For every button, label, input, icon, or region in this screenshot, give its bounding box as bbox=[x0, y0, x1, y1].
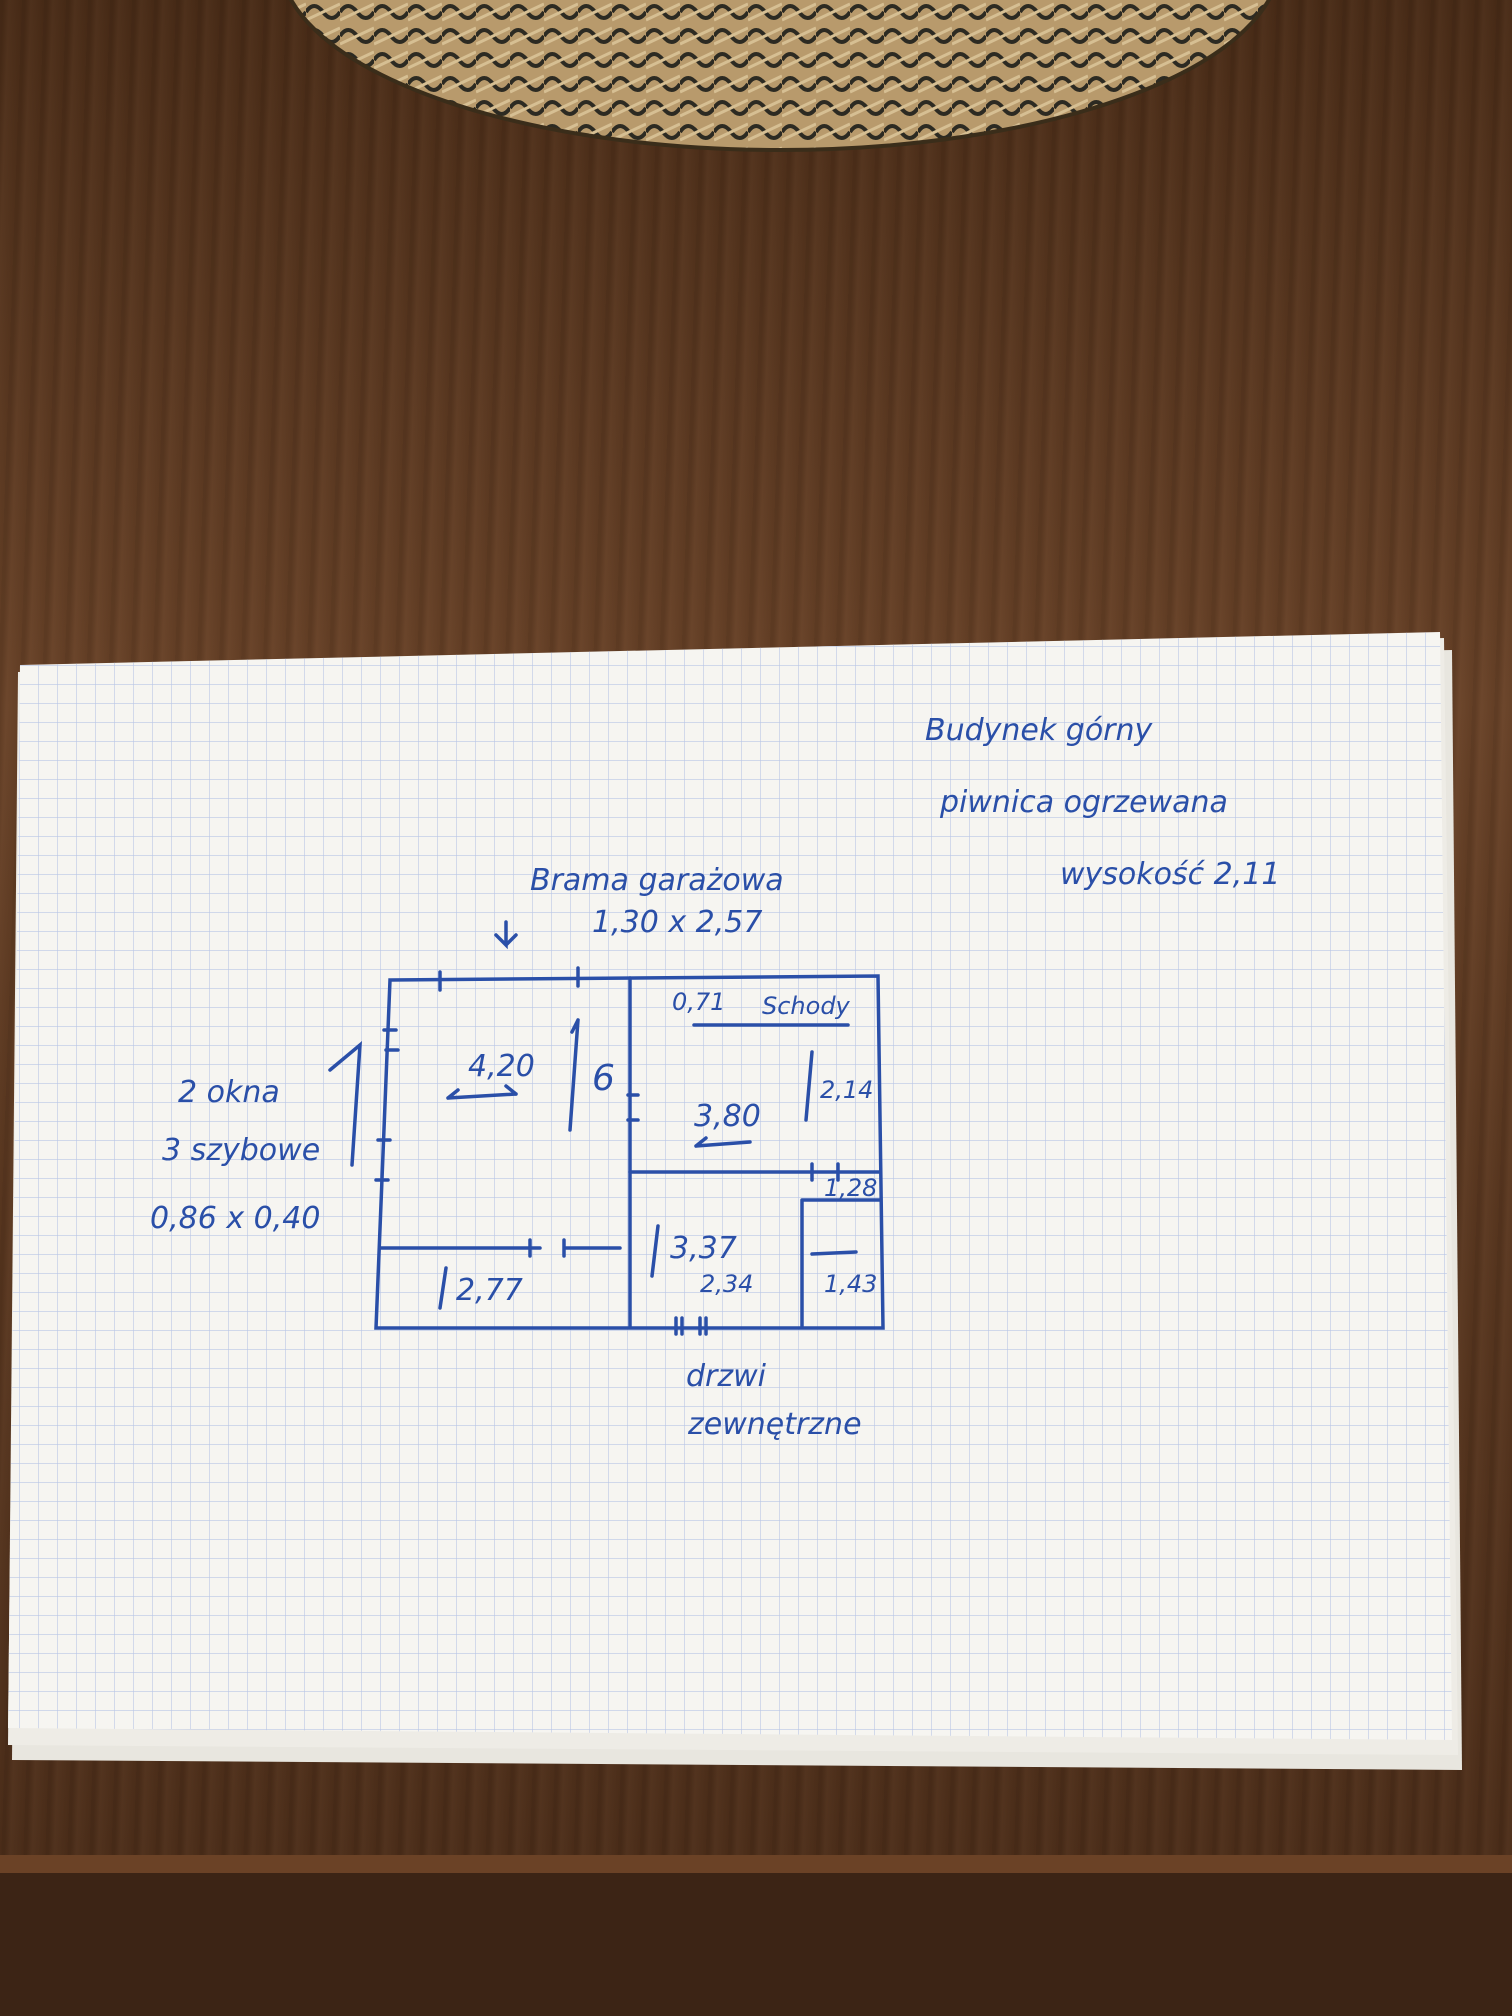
note-line-3: wysokość 2,11 bbox=[1060, 857, 1280, 892]
lower-center-height-label: 3,37 bbox=[670, 1231, 737, 1266]
floor-plan bbox=[328, 920, 885, 1336]
lower-center-width-label: 2,34 bbox=[700, 1270, 753, 1298]
door-note: drzwi zewnętrzne bbox=[686, 1359, 862, 1442]
door-line-1: drzwi bbox=[686, 1359, 767, 1394]
windows-line-3: 0,86 x 0,40 bbox=[150, 1201, 320, 1236]
woven-placemat bbox=[289, 0, 1271, 152]
windows-line-1: 2 okna bbox=[178, 1075, 280, 1110]
garage-door-marks bbox=[438, 966, 580, 992]
center-door-marks bbox=[626, 1093, 640, 1122]
paper-sheet bbox=[8, 632, 1452, 1740]
door-line-2: zewnętrzne bbox=[687, 1407, 862, 1442]
bottom-left-label: 2,77 bbox=[456, 1273, 523, 1308]
center-height-label: 2,14 bbox=[820, 1076, 873, 1104]
center-width-arrow bbox=[694, 1136, 752, 1148]
small-gap-label: 1,28 bbox=[824, 1174, 877, 1202]
right-small-arrow bbox=[810, 1250, 858, 1256]
small-door-marks bbox=[810, 1162, 840, 1182]
center-width-label: 3,80 bbox=[694, 1099, 761, 1134]
windows-line-2: 3 szybowe bbox=[162, 1133, 320, 1168]
room-dimensions: 4,20 6 2,77 0,71 Schody 3,80 2,14 1,28 3… bbox=[456, 988, 877, 1308]
windows-note: 2 okna 3 szybowe 0,86 x 0,40 bbox=[150, 1075, 320, 1236]
garage-door-size: 1,30 x 2,57 bbox=[592, 905, 762, 940]
stairs-label: Schody bbox=[762, 992, 851, 1020]
header-notes: Budynek górny piwnica ogrzewana wysokość… bbox=[925, 713, 1280, 892]
table-edge bbox=[0, 1870, 1512, 2016]
right-small-label: 1,43 bbox=[824, 1270, 877, 1298]
window-marks bbox=[374, 1028, 400, 1182]
right-small-room-wall bbox=[800, 1198, 882, 1328]
garage-door-title: Brama garażowa bbox=[530, 863, 784, 898]
stairs-gap-label: 0,71 bbox=[672, 988, 725, 1016]
outer-wall bbox=[374, 974, 885, 1330]
garage-door-label: Brama garażowa 1,30 x 2,57 bbox=[530, 863, 784, 940]
main-width-arrow bbox=[446, 1084, 518, 1100]
window-pointer bbox=[328, 1041, 363, 1167]
lower-center-arrow bbox=[650, 1224, 660, 1278]
garage-arrow bbox=[494, 920, 518, 950]
external-door-marks bbox=[674, 1316, 708, 1336]
main-length-label: 6 bbox=[592, 1058, 615, 1099]
center-height-arrow bbox=[804, 1050, 814, 1122]
note-line-2: piwnica ogrzewana bbox=[939, 785, 1228, 820]
left-door-marks bbox=[528, 1238, 566, 1258]
main-width-label: 4,20 bbox=[468, 1049, 535, 1084]
main-length-arrow bbox=[568, 1018, 580, 1132]
table-rim bbox=[0, 1855, 1512, 1873]
note-line-1: Budynek górny bbox=[925, 713, 1154, 748]
bottom-left-arrow bbox=[438, 1266, 448, 1310]
